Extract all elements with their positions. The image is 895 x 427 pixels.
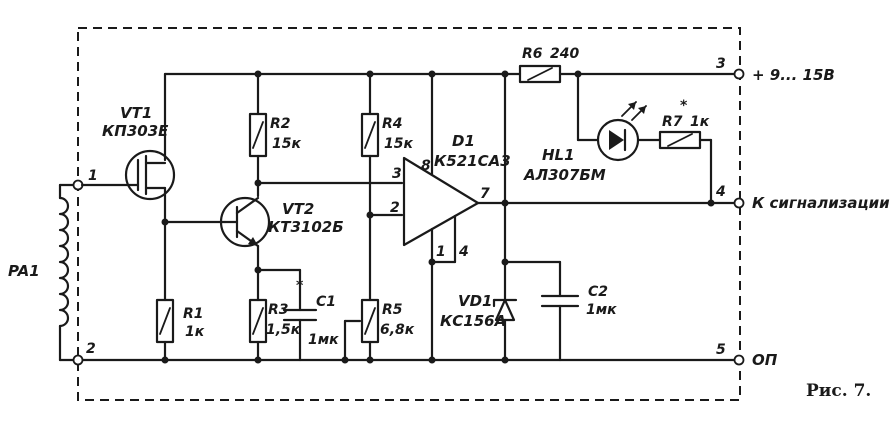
r4-ref: R4: [382, 116, 403, 132]
r1-ref: R1: [183, 306, 204, 322]
r4-value: 15к: [384, 136, 413, 152]
terminal-3[interactable]: [733, 68, 745, 80]
d1-pin-3: 3: [392, 166, 402, 182]
terminal-5-label: ОП: [752, 351, 778, 369]
hl1-type: АЛ307БМ: [523, 166, 606, 184]
c2-capacitor: [503, 260, 580, 362]
terminal-3-label: + 9... 15В: [752, 66, 835, 84]
terminal-5-num: 5: [716, 342, 726, 358]
r4-resistor: [360, 72, 380, 302]
vd1-type: КС156А: [440, 312, 506, 330]
r3-resistor: [248, 298, 268, 362]
r1-resistor: [155, 298, 175, 362]
r1-value: 1к: [185, 324, 205, 340]
terminal-4-num: 4: [715, 184, 726, 200]
vt2-type: КТ3102Б: [268, 218, 344, 236]
d1-pin-7: 7: [480, 186, 490, 202]
r2-value: 15к: [272, 136, 301, 152]
r2-ref: R2: [270, 116, 291, 132]
r3-value: 1,5к: [266, 322, 301, 338]
c1-capacitor: [256, 268, 318, 362]
vt1-type: КП303Е: [102, 122, 169, 140]
r3-mark: *: [296, 278, 304, 294]
pa1-inductor: [58, 183, 80, 362]
vd1-zener-diode: [492, 201, 518, 362]
enclosure-border: [77, 27, 741, 401]
vt2-ref: VT2: [282, 200, 314, 218]
terminal-1-num: 1: [88, 168, 98, 184]
r5-ref: R5: [382, 302, 403, 318]
r7-value: 1к: [690, 114, 710, 130]
r2-resistor: [248, 72, 268, 198]
terminal-2[interactable]: [72, 354, 84, 366]
d1-type: К521СА3: [434, 152, 511, 170]
vd1-ref: VD1: [458, 292, 493, 310]
r6-value: 240: [550, 46, 579, 62]
figure-caption: Рис. 7.: [806, 381, 871, 401]
terminal-3-num: 3: [716, 56, 726, 72]
vt1-ref: VT1: [120, 104, 152, 122]
c2-ref: C2: [588, 284, 608, 300]
d1-ref: D1: [452, 132, 475, 150]
pa1-label: PA1: [8, 262, 40, 280]
terminal-5[interactable]: [733, 354, 745, 366]
r5-potentiometer: [343, 298, 380, 362]
d1-pin-2: 2: [390, 200, 400, 216]
top-rail: [163, 72, 737, 162]
r6-ref: R6: [522, 46, 543, 62]
r5-value: 6,8к: [380, 322, 415, 338]
c1-ref: C1: [316, 294, 336, 310]
hl1-ref: HL1: [542, 146, 575, 164]
d1-comparator: [402, 72, 713, 362]
terminal-4-label: К сигнализации: [752, 194, 890, 212]
r7-ref: R7: [662, 114, 683, 130]
terminal-2-num: 2: [86, 341, 96, 357]
d1-pin-8: 8: [421, 158, 431, 174]
r7-mark: *: [680, 98, 688, 114]
r7-resistor: [658, 130, 713, 205]
junction-dots: [161, 70, 715, 364]
c2-value: 1мк: [586, 302, 617, 318]
c1-value: 1мк: [308, 332, 339, 348]
d1-pin-1: 1: [436, 244, 446, 260]
vt1-transistor: [80, 149, 176, 224]
r3-ref: R3: [268, 302, 289, 318]
terminal-4[interactable]: [733, 197, 745, 209]
r6-resistor: [503, 64, 562, 205]
d1-pin-4: 4: [458, 244, 469, 260]
vt2-transistor: [219, 196, 271, 302]
hl1-led: [576, 72, 662, 162]
